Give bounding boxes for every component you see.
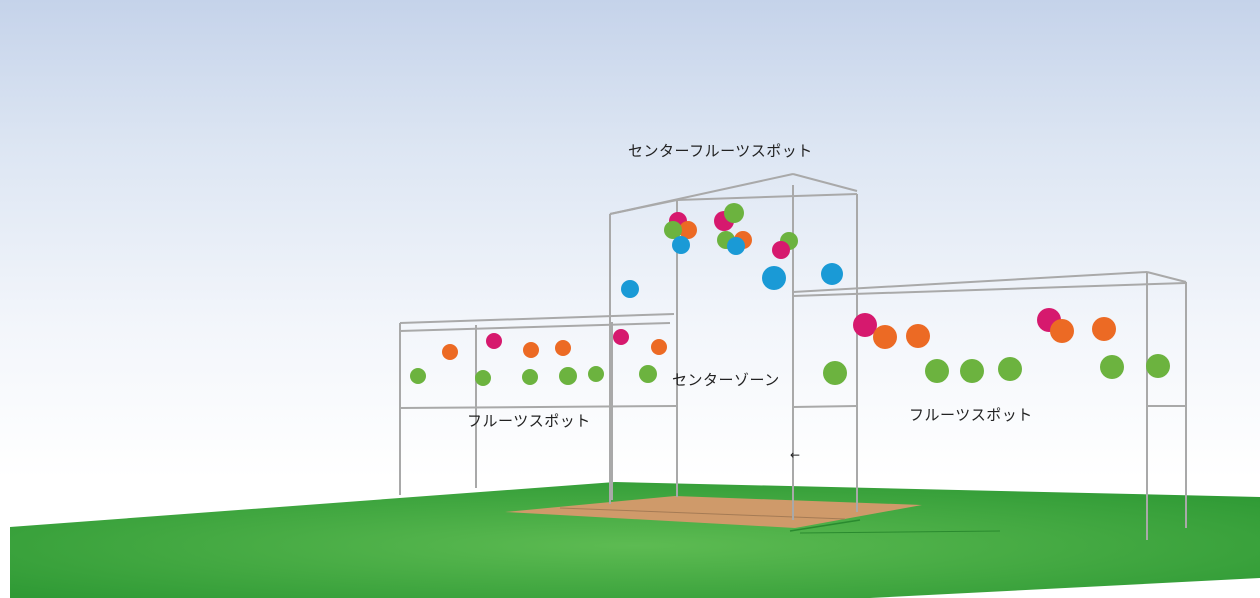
ball-orange bbox=[873, 325, 897, 349]
ball-green bbox=[475, 370, 491, 386]
frame-structures bbox=[399, 173, 1187, 540]
ball-orange bbox=[906, 324, 930, 348]
ball-green bbox=[1100, 355, 1124, 379]
right-zone-balls bbox=[823, 308, 1170, 385]
ball-green bbox=[1146, 354, 1170, 378]
ball-green bbox=[522, 369, 538, 385]
ball-orange bbox=[651, 339, 667, 355]
ball-magenta bbox=[772, 241, 790, 259]
ball-green bbox=[559, 367, 577, 385]
center-fruit-spot-label: センターフルーツスポット bbox=[628, 142, 813, 160]
ball-orange bbox=[555, 340, 571, 356]
ball-orange bbox=[1092, 317, 1116, 341]
ball-magenta bbox=[613, 329, 629, 345]
ball-orange bbox=[523, 342, 539, 358]
center-frame bbox=[609, 173, 858, 520]
ball-green bbox=[998, 357, 1022, 381]
ball-green bbox=[960, 359, 984, 383]
ball-blue bbox=[762, 266, 786, 290]
right-fruit-spot-label: フルーツスポット bbox=[909, 406, 1033, 424]
right-frame bbox=[792, 271, 1187, 540]
left-frame bbox=[399, 313, 677, 500]
ball-blue bbox=[672, 236, 690, 254]
ball-green bbox=[639, 365, 657, 383]
ball-blue bbox=[621, 280, 639, 298]
center-zone-balls bbox=[621, 203, 843, 298]
field-line bbox=[789, 519, 861, 532]
ball-green bbox=[925, 359, 949, 383]
ball-blue bbox=[821, 263, 843, 285]
left-zone-balls bbox=[410, 329, 667, 386]
ball-orange bbox=[1050, 319, 1074, 343]
ball-blue bbox=[727, 237, 745, 255]
ball-magenta bbox=[486, 333, 502, 349]
ball-magenta bbox=[853, 313, 877, 337]
left-fruit-spot-label: フルーツスポット bbox=[467, 412, 591, 430]
field-line bbox=[799, 530, 1001, 534]
pitch-line bbox=[559, 507, 846, 520]
center-zone-label: センターゾーン bbox=[672, 371, 780, 389]
grass-field bbox=[10, 482, 1260, 598]
ball-orange bbox=[679, 221, 697, 239]
ball-orange bbox=[442, 344, 458, 360]
ball-green bbox=[588, 366, 604, 382]
ball-green bbox=[823, 361, 847, 385]
ball-green bbox=[410, 368, 426, 384]
arrow-mark: ← bbox=[790, 448, 801, 462]
ball-green bbox=[664, 221, 682, 239]
ball-green bbox=[724, 203, 744, 223]
